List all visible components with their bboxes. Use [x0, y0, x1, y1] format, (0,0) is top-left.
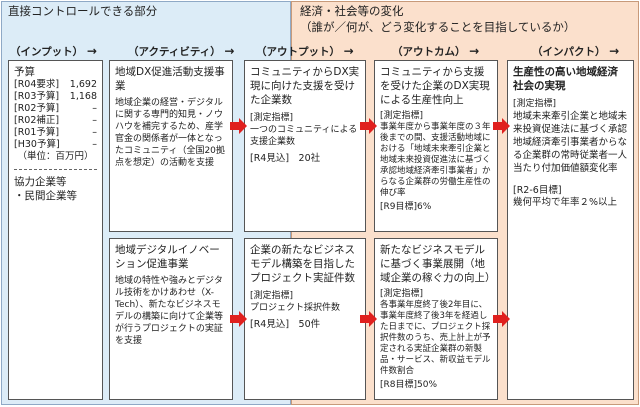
- budget-row-value: –: [92, 115, 97, 126]
- column-arrow-icon: →: [343, 44, 354, 58]
- indicator-label: [測定指標]: [380, 111, 424, 121]
- column-outcome: （アウトカム） →: [392, 44, 480, 58]
- column-arrow-icon: →: [224, 44, 235, 58]
- budget-row-label: [R04要求]: [14, 79, 60, 90]
- output-box-project-count: 企業の新たなビジネスモデル構築を目指したプロジェクト実証件数 [測定指標] プロ…: [244, 238, 366, 400]
- flow-arrow-icon: [360, 118, 377, 134]
- indicator-text: プロジェクト採択件数: [250, 303, 341, 313]
- partners-title: 協力企業等: [14, 176, 67, 188]
- budget-row: [R04要求] 1,692: [14, 79, 97, 91]
- outcome-title: 新たなビジネスモデルに基づく事業展開（地域企業の稼ぐ力の向上）: [380, 244, 496, 284]
- activity-description: 地域企業の経営・デジタルに関する専門的知見・ノウハウを補完するため、産学官金の関…: [115, 98, 225, 168]
- budget-row: [R03予算] 1,168: [14, 91, 97, 103]
- budget-row-label: [R02補正]: [14, 115, 60, 126]
- target-value: [R8目標]50%: [380, 380, 438, 390]
- socioeconomic-change-header: 経済・社会等の変化: [300, 4, 404, 18]
- outcome-title: コミュニティから支援を受けた企業のDX実現による生産性向上: [380, 66, 490, 106]
- target-value: 幾何平均で年率２%以上: [513, 197, 618, 208]
- column-input: （インプット） →: [10, 44, 97, 58]
- activity-title: 地域デジタルイノベーション促進事業: [115, 244, 220, 270]
- flow-arrow-icon: [360, 311, 377, 327]
- partners-item: ・民間企業等: [14, 190, 77, 202]
- activity-title: 地域DX促進活動支援事業: [115, 66, 225, 92]
- budget-row: [H30予算] –: [14, 139, 97, 151]
- budget-row-value: –: [92, 103, 97, 114]
- target-value: [R4見込] 50件: [250, 319, 321, 330]
- budget-row: [R01予算] –: [14, 127, 97, 139]
- budget-row-value: 1,168: [69, 91, 97, 102]
- budget-table: [R04要求] 1,692 [R03予算] 1,168 [R02予算] – [R02補正] –…: [14, 79, 97, 151]
- outcome-box-productivity: コミュニティから支援を受けた企業のDX実現による生産性向上 [測定指標] 事業年…: [374, 60, 498, 232]
- budget-row: [R02補正] –: [14, 115, 97, 127]
- column-arrow-icon: →: [609, 44, 620, 58]
- budget-row-label: [R02予算]: [14, 103, 60, 114]
- target-label: [R2-6目標]: [513, 185, 562, 196]
- indicator-label: [測定指標]: [250, 113, 294, 123]
- flow-arrow-icon: [230, 118, 247, 134]
- activity-description: 地域の特性や強みとデジタル技術をかけあわせ（X-Tech）、新たなビジネスモデル…: [115, 276, 224, 346]
- flow-arrow-icon: [493, 118, 510, 134]
- budget-row-label: [H30予算]: [14, 139, 60, 150]
- target-value: [R9目標]6%: [380, 202, 432, 212]
- output-title: 企業の新たなビジネスモデル構築を目指したプロジェクト実証件数: [250, 244, 355, 284]
- indicator-text: 一つのコミュニティによる支援企業数: [250, 125, 358, 147]
- budget-row-value: –: [92, 127, 97, 138]
- indicator-label: [測定指標]: [250, 291, 294, 301]
- budget-row-label: [R01予算]: [14, 127, 60, 138]
- column-arrow-icon: →: [86, 44, 97, 58]
- impact-title: 生産性の高い地域経済社会の実現: [513, 66, 618, 92]
- column-arrow-icon: →: [469, 44, 480, 58]
- indicator-text: 地域未来牽引企業と地域未来投資促進法に基づく承認地域経済牽引事業者からなる企業群…: [513, 111, 628, 174]
- budget-unit: （単位：百万円）: [17, 151, 94, 162]
- budget-row: [R02予算] –: [14, 103, 97, 115]
- outcome-box-business-model: 新たなビジネスモデルに基づく事業展開（地域企業の稼ぐ力の向上） [測定指標] 各…: [374, 238, 498, 400]
- indicator-text: 各事業年度終了後2年目に、事業年度終了後3年を経過した日までに、プロジェクト採択…: [380, 300, 491, 376]
- budget-row-value: 1,692: [69, 79, 97, 90]
- column-impact: （インパクト） →: [532, 44, 620, 58]
- flow-arrow-icon: [230, 311, 247, 327]
- activity-box-digital-innovation: 地域デジタルイノベーション促進事業 地域の特性や強みとデジタル技術をかけあわせ（…: [109, 238, 233, 400]
- input-box: 予算 [R04要求]1,692[R03予算]1,168[R02予算]–[R02補…: [8, 60, 103, 400]
- flow-arrow-icon: [493, 311, 510, 327]
- impact-box: 生産性の高い地域経済社会の実現 [測定指標] 地域未来牽引企業と地域未来投資促進…: [507, 60, 634, 400]
- column-activity: （アクティビティ） →: [128, 44, 235, 58]
- column-output: （アウトプット） →: [256, 44, 354, 58]
- target-value: [R4見込] 20社: [250, 153, 321, 164]
- output-box-supported-companies: コミュニティからDX実現に向けた支援を受けた企業数 [測定指標] 一つのコミュニ…: [244, 60, 366, 232]
- input-title: 予算: [14, 66, 35, 78]
- budget-row-value: –: [92, 139, 97, 150]
- divider: [14, 169, 97, 170]
- output-title: コミュニティからDX実現に向けた支援を受けた企業数: [250, 66, 360, 106]
- budget-row-label: [R03予算]: [14, 91, 60, 102]
- indicator-label: [測定指標]: [513, 99, 557, 109]
- indicator-label: [測定指標]: [380, 289, 424, 299]
- activity-box-dx-promotion: 地域DX促進活動支援事業 地域企業の経営・デジタルに関する専門的知見・ノウハウを…: [109, 60, 233, 232]
- direct-control-header: 直接コントロールできる部分: [8, 4, 158, 18]
- indicator-text: 事業年度から事業年度の３年後までの間、支援活動地域における「地域未来牽引企業と地…: [380, 122, 491, 198]
- socioeconomic-change-subheader: （誰が／何が、どう変化することを目指しているか）: [300, 20, 576, 34]
